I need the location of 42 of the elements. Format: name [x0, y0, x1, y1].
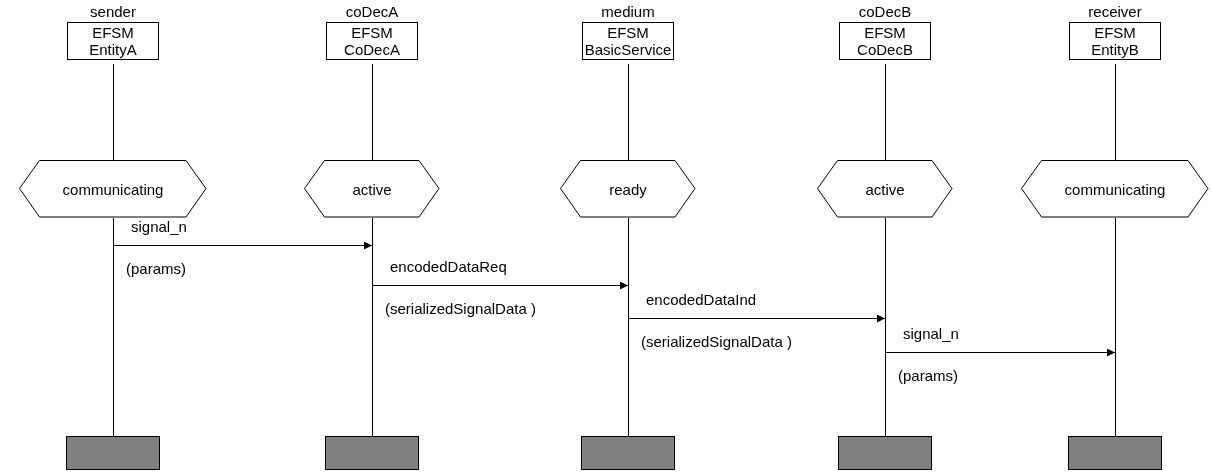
instance-type: EFSM EntityB: [1090, 24, 1140, 58]
lifeline-segment: [372, 63, 373, 161]
lifeline: [372, 218, 373, 436]
instance-end-bar: [581, 436, 675, 470]
instance-name: receiver: [1088, 2, 1142, 22]
state-label: active: [352, 180, 392, 198]
message-label: encodedDataReq: [390, 257, 507, 275]
message-arrow: [885, 348, 1116, 357]
message-parameters: (serializedSignalData ): [385, 299, 536, 317]
message-parameters: (serializedSignalData ): [641, 332, 792, 350]
message-label: signal_n: [903, 324, 959, 342]
message-label: signal_n: [131, 217, 187, 235]
lifeline: [113, 218, 114, 436]
lifeline: [1115, 218, 1116, 436]
message-label: encodedDataInd: [646, 290, 757, 308]
message-parameters: (params): [126, 259, 186, 277]
instance-name: medium: [601, 2, 655, 22]
lifeline: [628, 218, 629, 436]
lifeline-segment: [1115, 63, 1116, 161]
instance-name: coDecA: [345, 2, 399, 22]
instance-type: EFSM EntityA: [88, 24, 138, 58]
instance-end-bar: [1068, 436, 1162, 470]
instance-name: coDecB: [858, 2, 912, 22]
instance-end-bar: [325, 436, 419, 470]
state-label: ready: [609, 180, 647, 198]
message-arrow: [113, 241, 373, 250]
state-label: communicating: [62, 180, 164, 198]
lifeline-segment: [885, 63, 886, 161]
message-arrow: [372, 281, 629, 290]
instance-type: EFSM BasicService: [583, 24, 673, 58]
lifeline-segment: [113, 63, 114, 161]
state-label: active: [865, 180, 905, 198]
message-arrow: [628, 314, 886, 323]
lifeline: [885, 218, 886, 436]
message-parameters: (params): [898, 366, 958, 384]
instance-end-bar: [66, 436, 160, 470]
instance-type: EFSM CoDecA: [343, 24, 401, 58]
instance-type: EFSM CoDecB: [856, 24, 914, 58]
state-label: communicating: [1064, 180, 1166, 198]
instance-end-bar: [838, 436, 932, 470]
instance-name: sender: [90, 2, 136, 22]
lifeline-segment: [628, 63, 629, 161]
